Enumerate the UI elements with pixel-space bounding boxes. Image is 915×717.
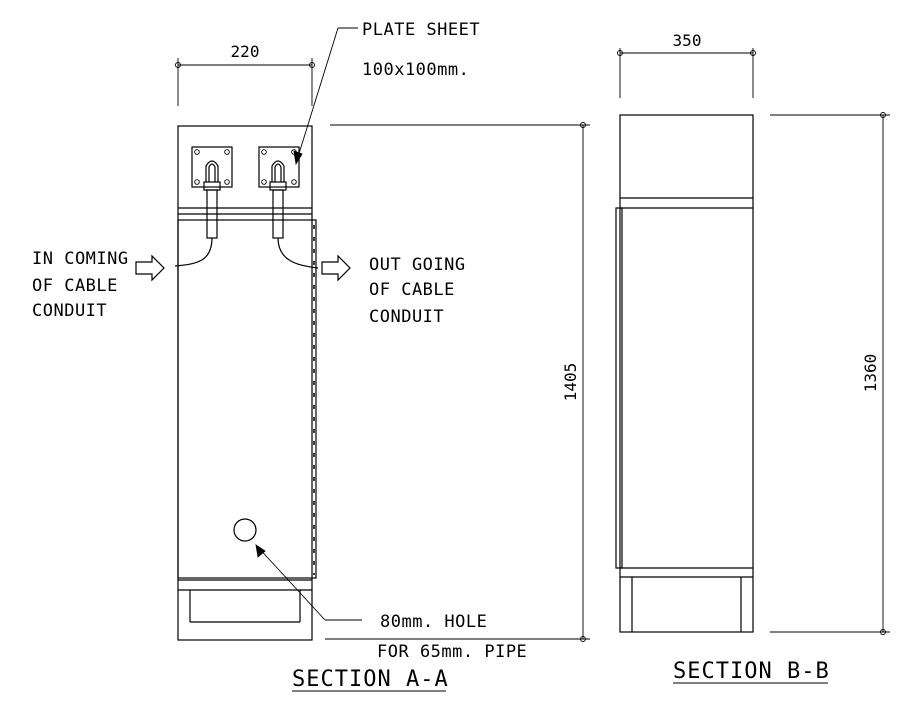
plate-sheet-size-label: 100x100mm. [362,60,469,80]
outgoing-label-3: CONDUIT [369,307,444,327]
section-b-view: 350 1360 SECTION B-B [615,31,890,684]
outgoing-arrow-icon [321,254,351,282]
pipe-hole [233,518,257,542]
cabinet-b [615,114,754,633]
incoming-label-3: CONDUIT [32,301,107,321]
hole-leader [255,544,362,621]
incoming-label-1: IN COMING [32,249,129,269]
incoming-label-2: OF CABLE [32,276,118,296]
dim-width-a: 220 [175,42,315,106]
plate-sheet-label: PLATE SHEET [362,20,480,40]
outgoing-cable [277,237,319,269]
dim-width-a-text: 220 [231,42,260,61]
incoming-arrow-icon [135,254,165,282]
hole-label-1: 80mm. HOLE [380,612,487,632]
dim-height-b-text: 1360 [861,354,880,393]
plate-sheet-left [191,146,233,239]
dim-height-a-text: 1405 [561,363,580,402]
plate-sheet-leader [293,27,358,166]
cabinet-a [177,125,317,641]
incoming-cable [174,237,213,267]
section-a-view: 220 [32,20,590,692]
outgoing-label-1: OUT GOING [369,255,466,275]
dim-height-a: 1405 [325,122,590,642]
section-b-title: SECTION B-B [673,659,830,684]
hole-label-2: FOR 65mm. PIPE [377,642,527,662]
dim-height-b: 1360 [770,112,890,635]
plate-sheet-right [258,146,300,239]
dim-width-b-text: 350 [673,31,702,50]
section-a-title: SECTION A-A [292,667,449,692]
outgoing-label-2: OF CABLE [369,280,455,300]
dim-width-b: 350 [617,31,756,98]
